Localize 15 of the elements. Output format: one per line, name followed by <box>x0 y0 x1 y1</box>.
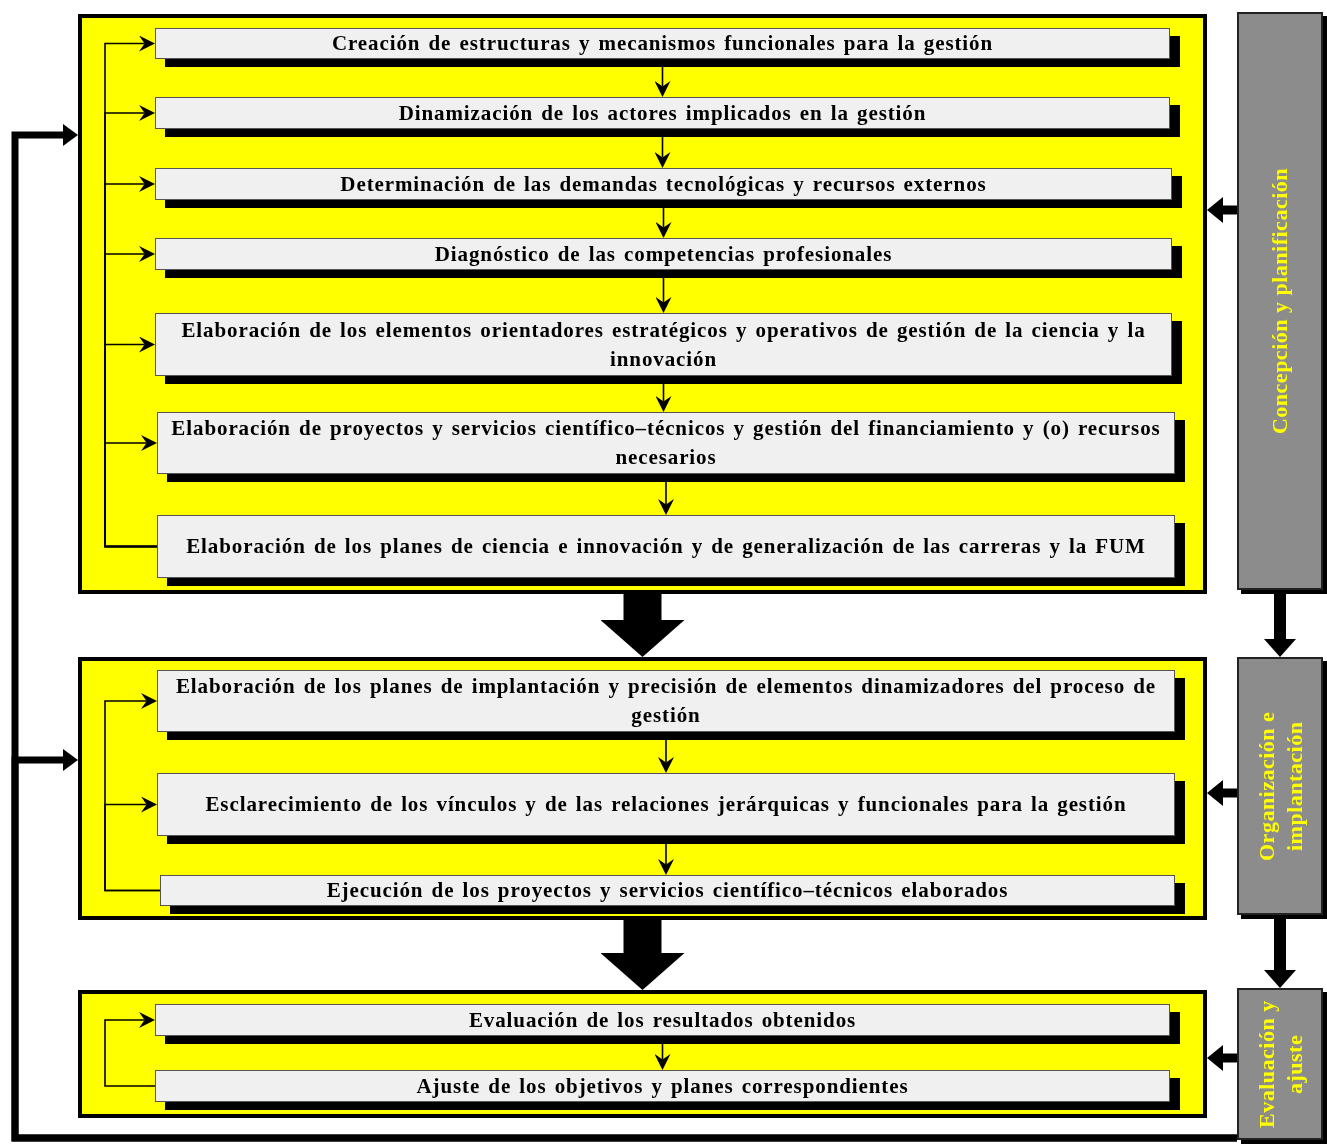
arrow <box>104 796 161 892</box>
phase-label: Evaluación y ajuste <box>1252 999 1308 1130</box>
arrow <box>104 1012 156 1087</box>
arrow <box>600 920 685 990</box>
arrow <box>104 435 158 548</box>
arrow <box>1207 780 1237 806</box>
arrow <box>11 749 1237 1142</box>
stage-panel <box>78 990 1207 1118</box>
arrow <box>600 594 685 657</box>
phase-label: Organización e implantación <box>1252 710 1308 863</box>
arrow <box>1207 1045 1237 1071</box>
phase-label: Concepción y planificación <box>1266 168 1294 434</box>
stage-panel <box>78 14 1207 594</box>
arrow <box>1207 197 1237 223</box>
stage-panel <box>78 657 1207 920</box>
